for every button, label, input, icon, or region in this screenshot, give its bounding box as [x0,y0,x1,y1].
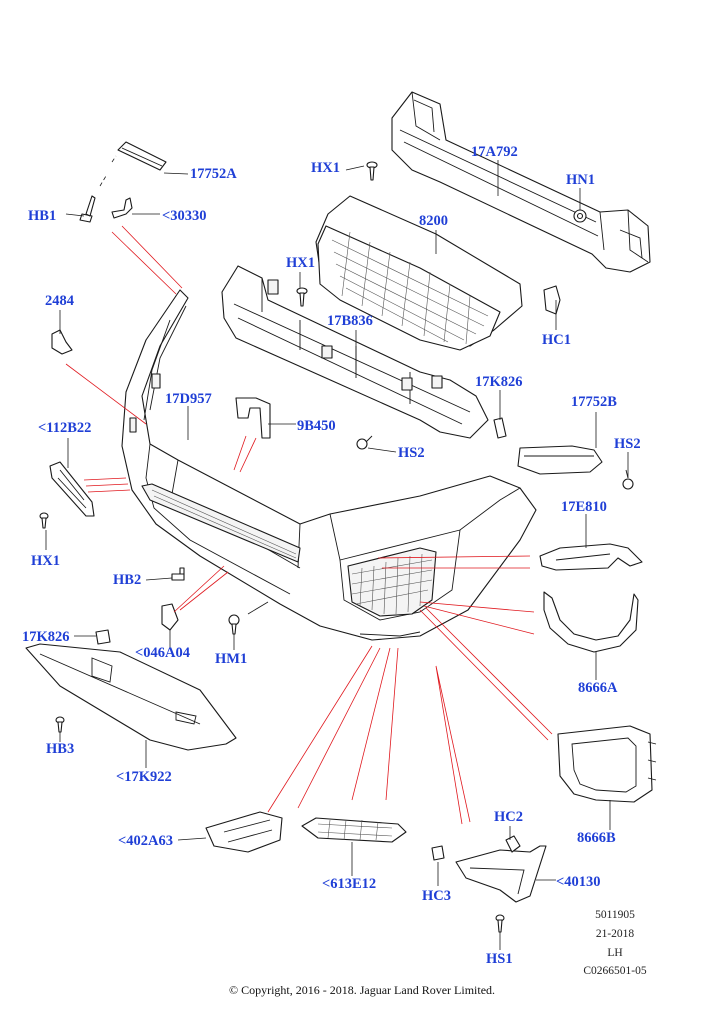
bracket-40130-part [455,845,547,903]
callout-hx1-top[interactable]: HX1 [311,160,340,176]
hb1-bolt-part [79,195,96,223]
callout-8200[interactable]: 8200 [419,213,448,229]
grille-insert-613e12-part [301,817,407,843]
bezel-8666b-part [557,725,657,803]
clip-17k826-lower-part [95,629,111,645]
callout-17b836[interactable]: 17B836 [327,313,373,329]
hb2-bolt-part [171,567,185,581]
callout-hb2[interactable]: HB2 [113,572,142,588]
bracket-2484-part [51,329,73,355]
grille-part [315,195,523,351]
undertray-17k922-part [25,643,237,751]
copyright-notice: © Copyright, 2016 - 2018. Jaguar Land Ro… [228,983,496,997]
bracket-112b22-part [49,461,95,517]
diagram-side: LH [607,947,623,959]
hx1-screw-part [296,161,378,307]
hc3-clip-part [431,845,445,861]
callout-17k922[interactable]: <17K922 [116,769,172,785]
clip-17k826-upper-part [493,417,507,439]
hx1-screw-left-part [39,512,49,529]
leader-lines [45,160,629,950]
callout-hn1[interactable]: HN1 [566,172,595,188]
callout-17752b[interactable]: 17752B [571,394,617,410]
callout-17a792[interactable]: 17A792 [471,144,518,160]
callout-hc3[interactable]: HC3 [422,888,451,904]
callout-hb3[interactable]: HB3 [46,741,75,757]
fastener-30330-part [111,197,133,219]
hs2-screw-upper-part [356,435,373,450]
bracket-17e810-part [539,543,643,571]
diagram-ref-number: 5011905 [595,909,635,921]
hn1-nut-part [573,209,587,223]
callout-hb1[interactable]: HB1 [28,208,57,224]
callout-hx1-mid[interactable]: HX1 [286,255,315,271]
callout-hm1[interactable]: HM1 [215,651,248,667]
callout-9b450[interactable]: 9B450 [297,418,336,434]
callout-046a04[interactable]: <046A04 [135,645,190,661]
callout-17e810[interactable]: 17E810 [561,499,607,515]
red-leader-lines [65,225,553,825]
callout-hc1[interactable]: HC1 [542,332,571,348]
callout-8666a[interactable]: 8666A [578,680,618,696]
hc2-clip-part [505,835,521,853]
hm1-screw-part [228,601,269,635]
callout-8666b[interactable]: 8666B [577,830,616,846]
callout-17d957[interactable]: 17D957 [165,391,212,407]
callout-40130[interactable]: <40130 [556,874,601,890]
callout-hs2-upper[interactable]: HS2 [398,445,425,461]
bracket-17752b-part [517,445,603,475]
callout-17k826-lower[interactable]: 17K826 [22,629,70,645]
bracket-17752a-part [99,141,167,187]
callout-hs2-right[interactable]: HS2 [614,436,641,452]
callout-112b22[interactable]: <112B22 [38,420,92,436]
diagram-date: 21-2018 [595,928,635,940]
hb3-bolt-part [55,716,65,733]
diagram-code: C0266501-05 [583,965,647,977]
callout-402a63[interactable]: <402A63 [118,833,173,849]
callout-hx1-left[interactable]: HX1 [31,553,60,569]
callout-613e12[interactable]: <613E12 [322,876,377,892]
hc1-clip-part [543,285,561,315]
bumper-cover-part [121,289,537,641]
callout-17752a[interactable]: 17752A [190,166,237,182]
callout-17k826-upper[interactable]: 17K826 [475,374,523,390]
hs1-screw-part [495,914,505,933]
bracket-402a63-part [205,811,283,853]
callout-hs1[interactable]: HS1 [486,951,513,967]
bracket-9b450-part [235,397,271,439]
upper-carrier-part [221,265,489,439]
callout-hc2[interactable]: HC2 [494,809,523,825]
callout-30330[interactable]: <30330 [162,208,207,224]
bezel-8666a-part [543,591,639,653]
clip-046a04-part [161,603,179,631]
callout-2484[interactable]: 2484 [45,293,74,309]
